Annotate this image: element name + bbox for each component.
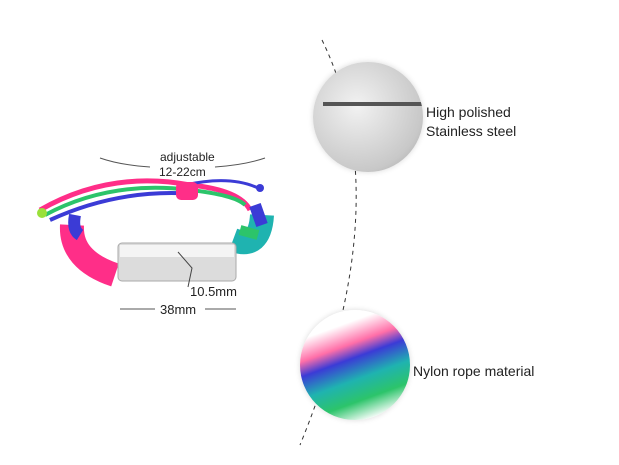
height-dimension: 10.5mm	[190, 284, 237, 299]
steel-closeup	[313, 62, 423, 172]
feature-steel: High polished Stainless steel	[426, 103, 516, 141]
feature-rope: Nylon rope material	[413, 363, 535, 379]
adjustable-label: adjustable	[160, 150, 215, 164]
feature-steel-line2: Stainless steel	[426, 123, 517, 139]
adjust-arrow-left	[99, 157, 151, 168]
rope-closeup	[300, 310, 410, 420]
width-dimension: 38mm	[160, 302, 197, 317]
adjustable-range: 12-22cm	[159, 165, 206, 179]
bracelet	[37, 178, 274, 310]
feature-steel-line1: High polished	[426, 104, 511, 120]
adjust-arrow-right	[214, 157, 266, 168]
